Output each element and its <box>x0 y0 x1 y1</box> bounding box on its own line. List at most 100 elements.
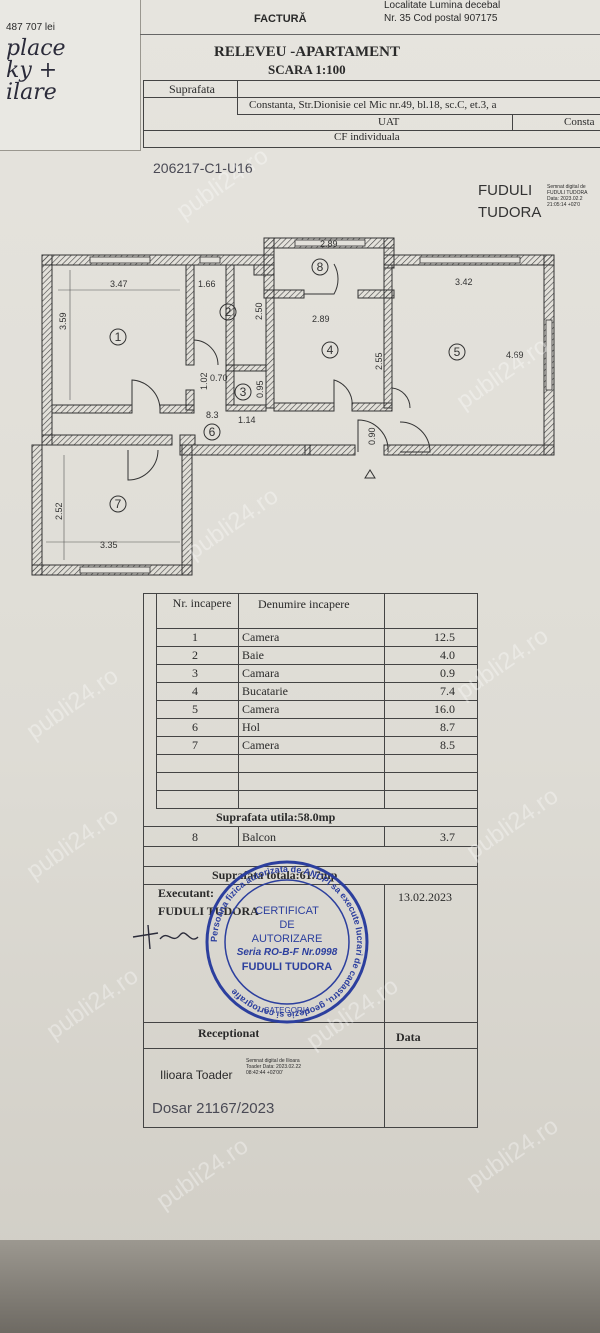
signer-name-line: TUDORA <box>478 204 542 221</box>
uat-label: UAT <box>378 116 400 128</box>
factura-label: FACTURĂ <box>254 13 307 25</box>
cod-postal: Nr. 35 Cod postal 907175 <box>384 13 498 24</box>
room-number: 6 <box>209 425 216 439</box>
table-cell-nr: 4 <box>192 684 198 698</box>
doors <box>127 263 431 481</box>
suprafata-utila: Suprafata utila:58.0mp <box>216 810 336 824</box>
dim-door1: 1.02 <box>199 372 209 390</box>
table-cell-name: Camera <box>242 630 280 644</box>
table-surface <box>0 1240 600 1333</box>
scale-label: SCARA 1:100 <box>268 62 346 77</box>
data-label: Data <box>396 1030 421 1044</box>
dim-room8-width: 2.89 <box>320 239 338 249</box>
stamp-categoria: CATEGORIA <box>263 1006 311 1015</box>
table-cell-name: Camara <box>242 666 280 680</box>
balcon-nr: 8 <box>192 830 198 844</box>
table-cell-area: 16.0 <box>434 702 455 716</box>
dim-room2-height: 2.50 <box>254 302 264 320</box>
row-divider <box>156 736 477 737</box>
table-cell-area: 0.9 <box>440 666 455 680</box>
table-cell-name: Bucatarie <box>242 684 288 698</box>
dimensions: 3.47 3.59 1.66 2.50 2.89 2.89 2.55 3.42 … <box>46 239 524 560</box>
phone-partial: 487 707 lei <box>6 22 55 33</box>
signer-name-line: FUDULI <box>478 182 533 199</box>
receptor-name: Ilioara Toader <box>160 1068 233 1082</box>
dim-room2-width: 1.66 <box>198 279 216 289</box>
col-header-nr: Nr. incapere <box>172 596 232 610</box>
table-cell-area: 8.7 <box>440 720 455 734</box>
balcon-area: 3.7 <box>440 830 455 844</box>
stamp-series: Seria RO-B-F Nr.0998 <box>236 947 338 958</box>
table-cell-name: Baie <box>242 648 264 662</box>
header-rule <box>140 34 600 35</box>
execution-date: 13.02.2023 <box>398 890 452 904</box>
dim-room1-width: 3.47 <box>110 279 128 289</box>
table-cell-name: Hol <box>242 720 260 734</box>
table-cell-nr: 2 <box>192 648 198 662</box>
authorization-stamp: Persoana fizica autorizata de ANCPI sa e… <box>203 858 371 1026</box>
torn-paper-overlay <box>0 0 141 151</box>
handwriting-line: ky + <box>6 58 58 83</box>
handwriting-note: place ky + ilare <box>6 38 66 104</box>
suprafata-totala: Suprafata totala:61.7mp <box>212 868 338 882</box>
room-number: 2 <box>225 305 232 319</box>
dim-room1-height: 3.59 <box>58 312 68 330</box>
room-number: 4 <box>327 343 334 357</box>
table-cell-area: 7.4 <box>440 684 455 698</box>
dim-room4-width: 2.89 <box>312 314 330 324</box>
dim-room4-height: 2.55 <box>374 352 384 370</box>
row-divider <box>156 700 477 701</box>
dosar-number: Dosar 21167/2023 <box>152 1100 275 1117</box>
row-divider <box>156 664 477 665</box>
table-cell-nr: 7 <box>192 738 198 752</box>
uat-value: Consta <box>564 116 595 128</box>
table-cell-nr: 6 <box>192 720 198 734</box>
stamp-line: AUTORIZARE <box>251 933 323 945</box>
table-cell-area: 8.5 <box>440 738 455 752</box>
windows <box>79 239 553 574</box>
dim-door2: 0.70 <box>210 373 228 383</box>
document-id: 206217-C1-U16 <box>153 160 253 176</box>
suprafata-label: Suprafata <box>169 82 215 96</box>
room-number: 5 <box>454 345 461 359</box>
receptor-digital-note: Semnat digital de Ilioara Toader Data: 2… <box>246 1058 302 1076</box>
row-divider <box>156 646 477 647</box>
document-paper <box>0 0 600 1250</box>
table-cell-nr: 3 <box>192 666 198 680</box>
table-cell-area: 12.5 <box>434 630 455 644</box>
signer-digital-note: Semnat digital de FUDULI TUDORA Data: 20… <box>547 184 588 208</box>
executant-name: FUDULI TUDORA <box>158 904 259 918</box>
handwriting-line: place <box>6 36 66 61</box>
handwriting-line: ilare <box>6 80 57 105</box>
dim-room7-height: 2.52 <box>54 502 64 520</box>
table-cell-name: Camera <box>242 702 280 716</box>
dim-hall-door: 0.90 <box>367 427 377 445</box>
col-header-name: Denumire incapere <box>258 597 350 611</box>
room-number: 1 <box>115 330 122 344</box>
room-number: 3 <box>240 385 247 399</box>
header-grid: Suprafata Constanta, Str.Dionisie cel Mi… <box>143 80 600 148</box>
receptionat-label: Receptionat <box>198 1026 260 1040</box>
address-value: Constanta, Str.Dionisie cel Mic nr.49, b… <box>249 99 497 111</box>
floor-plan: 3.47 3.59 1.66 2.50 2.89 2.89 2.55 3.42 … <box>31 237 555 576</box>
table-cell-area: 4.0 <box>440 648 455 662</box>
document-title: RELEVEU -APARTAMENT <box>214 44 401 60</box>
room-number: 8 <box>317 260 324 274</box>
signature-scribble <box>132 924 199 950</box>
signer-name: FUDULI TUDORA <box>478 180 541 224</box>
table-cell-nr: 5 <box>192 702 198 716</box>
balcon-name: Balcon <box>242 830 276 844</box>
cf-label: CF individuala <box>334 131 400 143</box>
executant-label: Executant: <box>158 886 214 900</box>
dim-door3: 8.3 <box>206 410 219 420</box>
row-divider <box>156 718 477 719</box>
dim-room5-width: 3.42 <box>455 277 473 287</box>
room-labels: 1 2 3 4 5 6 7 8 <box>109 258 466 513</box>
row-divider <box>156 682 477 683</box>
table-cell-nr: 1 <box>192 630 198 644</box>
stamp-line: CERTIFICAT <box>255 905 319 917</box>
room-number: 7 <box>115 497 122 511</box>
table-cell-name: Camera <box>242 738 280 752</box>
dim-room3-width: 1.14 <box>238 415 256 425</box>
